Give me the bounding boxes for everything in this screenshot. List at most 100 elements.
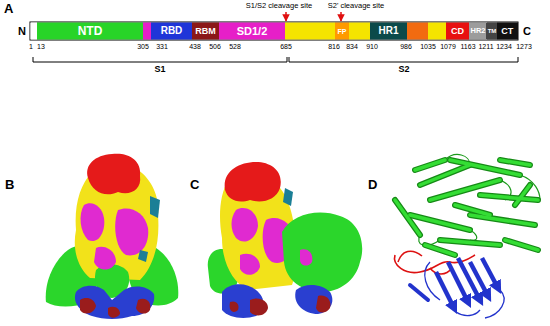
cleavage-arrow <box>285 12 287 21</box>
spike-surface-tilted <box>282 213 362 292</box>
residue-number: 910 <box>366 43 378 51</box>
spike-surface-tilted <box>295 285 332 314</box>
ribbon-model <box>430 268 452 274</box>
ribbon-model <box>505 240 538 250</box>
domain-bar <box>428 23 446 40</box>
spike-surface-tilted <box>240 254 260 275</box>
ribbon-model <box>410 215 470 230</box>
domain-name: HR1 <box>378 26 398 36</box>
residue-number: 1234 <box>496 43 512 51</box>
residue-number: 438 <box>189 43 201 51</box>
region-bracket <box>33 57 518 62</box>
spike-surface-front <box>136 299 150 314</box>
ribbon-model <box>455 205 490 215</box>
ribbon-model <box>505 240 538 250</box>
ribbon-model <box>470 215 535 225</box>
domain-segment: NTD <box>37 23 143 39</box>
ribbon-model <box>395 200 420 235</box>
ribbon-model <box>515 185 530 205</box>
ribbon-model <box>440 240 500 245</box>
terminus-label: N <box>18 25 26 37</box>
ribbon-model <box>395 155 540 318</box>
ribbon-model <box>410 215 470 230</box>
residue-number: 305 <box>137 43 149 51</box>
ribbon-model <box>425 262 440 300</box>
ribbon-model <box>480 195 538 200</box>
ribbon-model <box>500 160 530 165</box>
domain-bar <box>30 22 518 40</box>
residue-number: 331 <box>156 43 168 51</box>
ribbon-model <box>395 160 538 255</box>
domain-segment: HR1 <box>370 23 407 39</box>
ribbon-model <box>420 165 470 185</box>
ribbon-model <box>395 160 538 255</box>
domain-name: CD <box>451 27 464 36</box>
spike-surface-front <box>115 208 148 255</box>
subunit-label: S1 <box>154 65 165 75</box>
residue-number: 1 <box>29 43 33 51</box>
spike-surface-tilted <box>250 298 268 315</box>
residue-number: 986 <box>400 43 412 51</box>
ribbon-model <box>415 160 445 170</box>
residue-number: 1163 <box>460 43 475 51</box>
spike-surface-front <box>150 196 160 218</box>
domain-bar <box>407 23 428 40</box>
spike-surface-front <box>108 307 120 318</box>
domain-bar <box>335 23 349 40</box>
domain-segment: RBM <box>192 23 219 39</box>
domain-name: SD1/2 <box>237 26 268 37</box>
region-bracket <box>289 57 518 62</box>
spike-surface-front <box>138 250 148 262</box>
ribbon-model <box>415 160 445 170</box>
cleavage-arrow <box>340 12 342 21</box>
ribbon-model <box>500 160 530 165</box>
ribbon-model <box>480 195 538 200</box>
spike-surface-tilted <box>225 162 281 202</box>
domain-segment: CT <box>497 23 518 39</box>
domain-name: TM <box>488 28 497 34</box>
domain-name: FP <box>338 28 347 35</box>
domain-name: CT <box>501 27 513 36</box>
domain-name: RBD <box>161 26 183 36</box>
domain-name: RBM <box>195 27 216 36</box>
ribbon-model <box>395 160 538 255</box>
ribbon-model <box>425 245 455 255</box>
ribbon-model <box>440 240 500 245</box>
domain-bar <box>151 23 192 40</box>
panel-letter: D <box>368 178 377 192</box>
ribbon-model <box>456 310 480 316</box>
residue-number: 506 <box>209 43 221 51</box>
site-label: S2' cleavage site <box>328 2 384 10</box>
panel-letter: B <box>5 178 14 192</box>
cleavage-arrow <box>286 12 341 21</box>
domain-bar <box>497 23 518 40</box>
terminus-label: C <box>523 25 531 37</box>
spike-surface-front <box>75 286 154 319</box>
domain-bar <box>469 23 487 40</box>
domain-bar <box>143 23 151 40</box>
spike-surface-tilted <box>232 208 259 242</box>
ribbon-model <box>482 258 498 288</box>
spike-surface-front <box>81 203 105 241</box>
region-bracket <box>33 57 287 62</box>
domain-segment: HR2 <box>469 23 487 39</box>
ribbon-model <box>515 185 530 205</box>
domain-bar <box>349 23 370 40</box>
subunit-label: S2 <box>398 65 409 75</box>
ribbon-model <box>436 258 498 308</box>
spike-surface-front <box>87 154 140 195</box>
spike-surface-tilted <box>230 301 239 311</box>
spike-surface-tilted <box>283 188 293 206</box>
spike-surface-front <box>94 247 116 270</box>
spike-surface-tilted <box>316 296 330 313</box>
residue-number: 834 <box>346 43 358 51</box>
ribbon-model <box>398 251 422 262</box>
panel-letter: A <box>4 2 13 16</box>
residue-number: 816 <box>328 43 340 51</box>
domain-bar <box>487 23 497 40</box>
ribbon-model <box>419 155 540 246</box>
residue-number: 1035 <box>420 43 436 51</box>
domain-bar <box>219 23 285 40</box>
spike-surface-tilted <box>300 249 312 265</box>
